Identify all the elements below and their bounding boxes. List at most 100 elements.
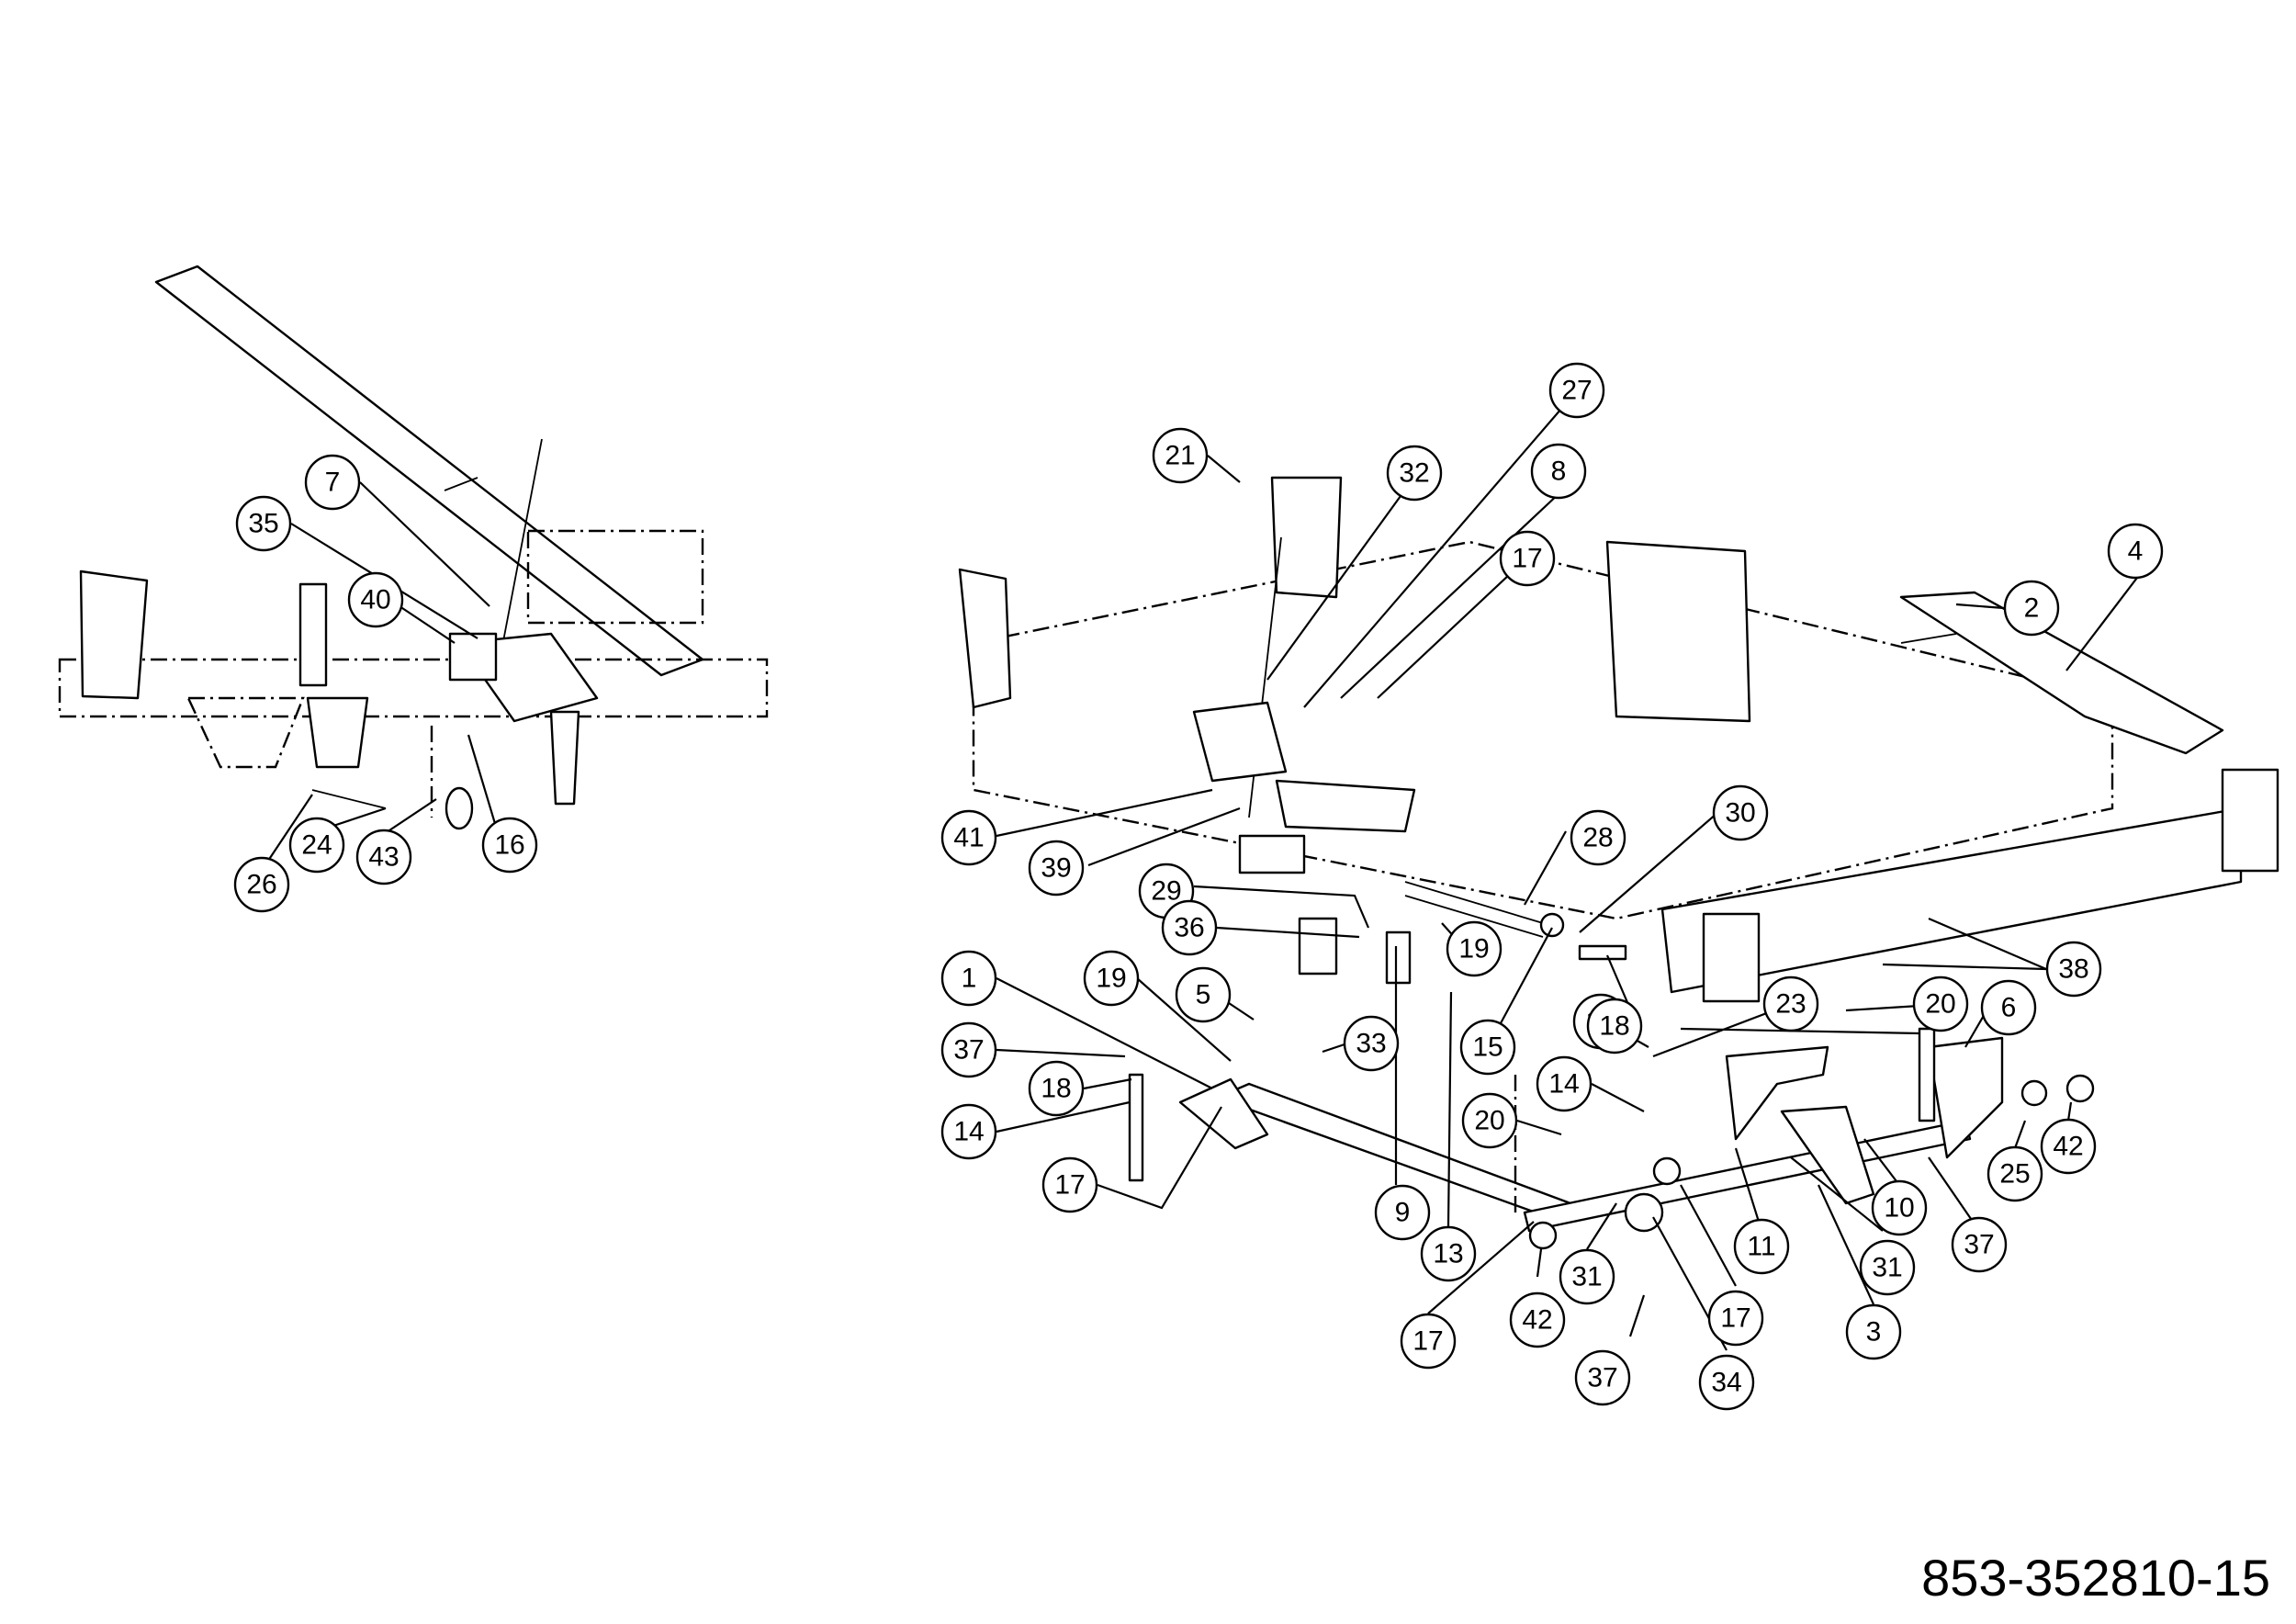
callout-3: 3 <box>1845 1303 1902 1360</box>
callout-37-bottom: 37 <box>1574 1349 1631 1406</box>
callout-15: 15 <box>1459 1019 1516 1076</box>
callout-36: 36 <box>1161 899 1218 956</box>
leader-31a <box>1586 1202 1617 1250</box>
leader-8 <box>1340 491 1562 699</box>
leader-28 <box>1524 830 1567 906</box>
lower-bracket-left <box>186 696 305 769</box>
svg-text:19: 19 <box>1096 964 1126 994</box>
pedal-plate <box>1725 1045 1829 1141</box>
leader-lines <box>265 408 2141 1351</box>
callout-24: 24 <box>288 817 345 874</box>
frame-rail-left <box>58 658 769 718</box>
wheel-spindle <box>1702 912 1761 1003</box>
svg-text:27: 27 <box>1561 376 1592 406</box>
svg-text:2: 2 <box>2024 593 2040 624</box>
leader-17d <box>1680 1184 1737 1287</box>
svg-text:19: 19 <box>1458 934 1489 964</box>
callout-19-mid: 19 <box>1446 920 1503 977</box>
callout-17-left: 17 <box>1041 1156 1098 1213</box>
svg-text:37: 37 <box>1587 1363 1617 1393</box>
svg-text:41: 41 <box>953 823 984 853</box>
callout-37-left: 37 <box>940 1021 997 1078</box>
callout-23: 23 <box>1762 976 1819 1032</box>
svg-text:23: 23 <box>1775 989 1806 1020</box>
svg-text:33: 33 <box>1356 1029 1386 1059</box>
bushing-lower <box>1624 1192 1664 1233</box>
callout-11: 11 <box>1733 1218 1790 1275</box>
callout-10: 10 <box>1871 1179 1928 1236</box>
svg-text:20: 20 <box>1474 1106 1504 1136</box>
right-assembly-view <box>958 476 2279 1250</box>
leader-41 <box>996 788 1213 838</box>
callout-14-mid: 14 <box>1536 1055 1593 1112</box>
leader-19b <box>1136 977 1232 1062</box>
svg-text:38: 38 <box>2058 954 2088 985</box>
callout-38: 38 <box>2045 941 2102 998</box>
callout-20-mid: 20 <box>1461 1092 1518 1149</box>
seat-bracket <box>1275 779 1416 833</box>
callouts: 7 35 40 24 43 16 26 21 32 27 8 17 4 2 41… <box>233 362 2164 1411</box>
svg-text:32: 32 <box>1399 458 1429 489</box>
svg-text:42: 42 <box>2053 1132 2083 1162</box>
front-crossbar <box>1660 806 2243 994</box>
svg-text:17: 17 <box>1054 1170 1085 1201</box>
bracket-plate-small <box>1385 930 1412 985</box>
svg-text:30: 30 <box>1725 798 1755 829</box>
leader-18b <box>1083 1077 1132 1090</box>
svg-text:6: 6 <box>2001 993 2017 1023</box>
callout-42-left: 42 <box>1509 1291 1566 1348</box>
callout-26: 26 <box>233 856 290 913</box>
leader-42a <box>1536 1248 1543 1278</box>
svg-text:39: 39 <box>1041 853 1071 884</box>
svg-text:40: 40 <box>360 585 390 615</box>
leader-27 <box>1303 408 1562 708</box>
callout-35: 35 <box>235 495 292 552</box>
svg-text:9: 9 <box>1395 1198 1411 1228</box>
leader-5 <box>1225 1000 1255 1021</box>
callout-37-right: 37 <box>1951 1216 2008 1273</box>
svg-text:18: 18 <box>1599 1011 1629 1042</box>
leader-43 <box>383 798 437 835</box>
svg-text:20: 20 <box>1925 989 1955 1020</box>
svg-text:24: 24 <box>301 830 332 861</box>
callout-4: 4 <box>2107 523 2164 580</box>
leader-42b <box>2066 1101 2073 1122</box>
svg-text:17: 17 <box>1720 1303 1750 1334</box>
callout-43: 43 <box>355 829 412 885</box>
callout-2: 2 <box>2003 580 2060 637</box>
callout-25: 25 <box>1986 1145 2043 1202</box>
leader-7 <box>359 481 490 607</box>
svg-text:15: 15 <box>1472 1032 1503 1063</box>
brake-arm <box>1780 1105 1875 1205</box>
svg-text:34: 34 <box>1711 1368 1741 1398</box>
tension-spring <box>1404 881 1544 938</box>
svg-text:37: 37 <box>953 1035 984 1066</box>
callout-34: 34 <box>1698 1354 1755 1411</box>
leader-24 <box>330 806 387 829</box>
callout-17-top: 17 <box>1499 530 1556 587</box>
callout-41: 41 <box>940 809 997 866</box>
callout-40: 40 <box>347 571 404 628</box>
callout-8: 8 <box>1530 443 1587 500</box>
callout-21: 21 <box>1152 427 1209 484</box>
callout-31-left: 31 <box>1559 1248 1615 1305</box>
svg-text:10: 10 <box>1884 1193 1914 1224</box>
svg-text:7: 7 <box>325 468 341 498</box>
nut-left-lower <box>1528 1221 1558 1250</box>
svg-text:1: 1 <box>962 964 977 994</box>
callout-6: 6 <box>1980 979 2037 1036</box>
main-frame <box>972 540 2114 920</box>
left-assembly-view <box>58 265 769 830</box>
leader-17c <box>1427 1221 1535 1314</box>
center-post <box>1270 476 1343 599</box>
leader-38b <box>1928 917 2047 971</box>
bracket-left <box>298 582 328 687</box>
spring-mount-left <box>448 632 498 682</box>
leader-23b <box>1680 1027 1920 1035</box>
callout-7: 7 <box>304 454 361 511</box>
bracket-rear-left <box>1238 834 1306 874</box>
leader-20a <box>1845 1004 1920 1012</box>
leader-10 <box>1863 1138 1900 1186</box>
svg-text:31: 31 <box>1571 1262 1602 1292</box>
svg-text:5: 5 <box>1196 980 1211 1010</box>
